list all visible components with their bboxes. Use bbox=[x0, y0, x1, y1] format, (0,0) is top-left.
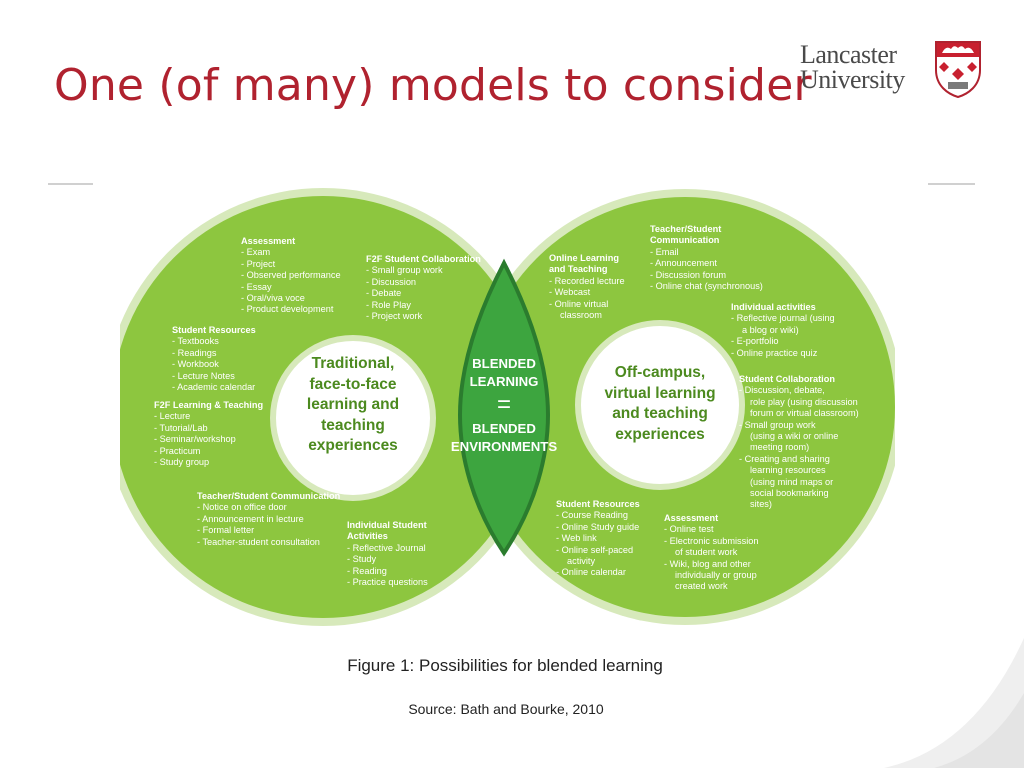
left-inner-circle bbox=[270, 335, 436, 501]
right-center-label: Off-campus, virtual learning and teachin… bbox=[604, 364, 716, 443]
slide-title: One (of many) models to consider bbox=[54, 60, 812, 111]
page-curl-decoration bbox=[884, 638, 1024, 768]
right-assessment-group: Assessment - Online test - Electronic su… bbox=[664, 513, 759, 592]
divider-left bbox=[48, 183, 93, 185]
university-logo: Lancaster University bbox=[800, 40, 985, 100]
logo-line-1: Lancaster bbox=[800, 40, 897, 69]
left-f2f-learning-group: F2F Learning & Teaching - Lecture - Tuto… bbox=[154, 400, 264, 468]
blended-lens bbox=[457, 258, 551, 557]
venn-graphic bbox=[120, 188, 895, 626]
right-inner-circle bbox=[575, 320, 745, 490]
left-f2f-collaboration-group: F2F Student Collaboration - Small group … bbox=[366, 254, 481, 322]
blended-center-label: BLENDED LEARNING = BLENDED ENVIRONMENTS bbox=[450, 356, 558, 454]
right-student-resources-group: Student Resources - Course Reading - Onl… bbox=[556, 499, 640, 578]
right-individual-activities-group: Individual activities - Reflective journ… bbox=[731, 302, 835, 358]
left-student-resources-group: Student Resources - Textbooks - Readings… bbox=[172, 325, 256, 393]
source-note: Source: Bath and Bourke, 2010 bbox=[408, 701, 604, 717]
figure-caption: Figure 1: Possibilities for blended lear… bbox=[347, 656, 663, 675]
blended-learning-diagram: Traditional, face-to-face learning and t… bbox=[120, 185, 895, 630]
left-center-label: Traditional, face-to-face learning and t… bbox=[306, 355, 400, 454]
crest-icon bbox=[935, 41, 981, 98]
left-individual-activities-group: Individual Student Activities - Reflecti… bbox=[347, 520, 428, 588]
right-communication-group: Teacher/Student Communication - Email - … bbox=[650, 224, 763, 292]
left-assessment-group: Assessment - Exam - Project - Observed p… bbox=[241, 236, 341, 315]
divider-right bbox=[928, 183, 975, 185]
right-online-learning-group: Online Learning and Teaching - Recorded … bbox=[549, 253, 625, 321]
right-collaboration-group: Student Collaboration - Discussion, deba… bbox=[739, 374, 859, 510]
logo-line-2: University bbox=[800, 65, 905, 94]
left-communication-group: Teacher/Student Communication - Notice o… bbox=[197, 491, 341, 547]
